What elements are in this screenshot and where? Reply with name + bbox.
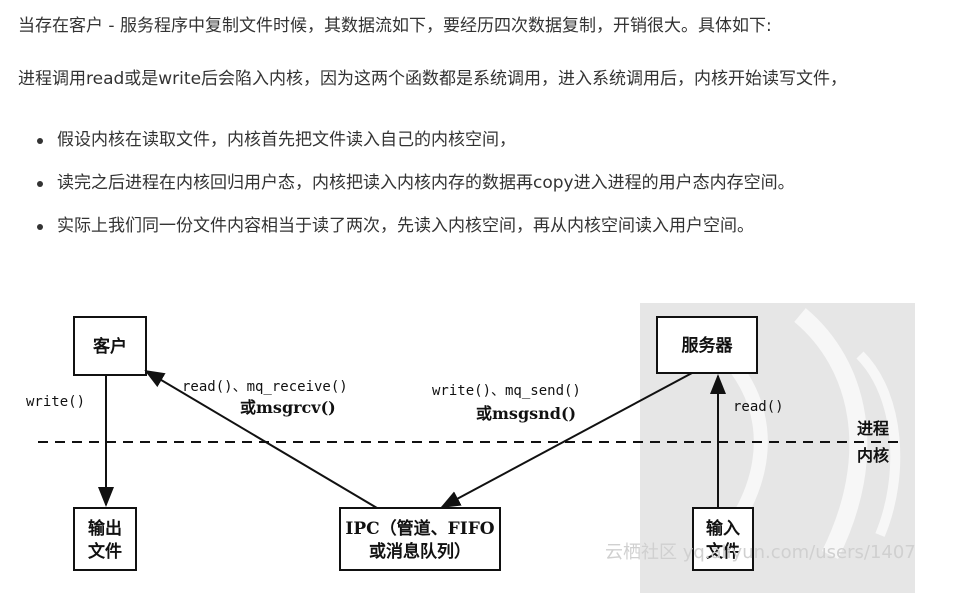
server-send-label-alt: 或msgsnd(): [476, 404, 576, 423]
input-file-box: 输入 文件: [692, 507, 754, 571]
list-item: 读完之后进程在内核回归用户态，内核把读入内核内存的数据再copy进入进程的用户态…: [0, 171, 795, 214]
svg-text:服务器: 服务器: [682, 335, 734, 356]
svg-text:输出: 输出: [88, 518, 122, 539]
svg-text:IPC（管道、FIFO: IPC（管道、FIFO: [345, 518, 494, 539]
syscall-paragraph: 进程调用read或是write后会陷入内核，因为这两个函数都是系统调用，进入系统…: [18, 69, 848, 89]
intro-paragraph: 当存在客户 - 服务程序中复制文件时候，其数据流如下，要经历四次数据复制，开销很…: [18, 16, 772, 36]
process-label: 进程: [857, 419, 889, 438]
kernel-label: 内核: [857, 446, 889, 465]
bullet-dot-icon: [37, 138, 43, 144]
ipc-box: IPC（管道、FIFO 或消息队列）: [339, 507, 501, 571]
svg-text:客户: 客户: [92, 336, 127, 357]
svg-text:或消息队列）: 或消息队列）: [369, 541, 471, 562]
server-box: 服务器: [656, 316, 758, 374]
svg-text:输入: 输入: [706, 518, 740, 539]
bullet-dot-icon: [37, 181, 43, 187]
read-label: read(): [733, 399, 784, 415]
bullet-dot-icon: [37, 224, 43, 230]
write-label: write(): [26, 394, 85, 410]
list-item: 假设内核在读取文件，内核首先把文件读入自己的内核空间，: [0, 128, 795, 171]
client-receive-label: read()、mq_receive(): [182, 379, 348, 395]
client-receive-arrow: [144, 369, 378, 509]
watermark: 云栖社区 yq.aliyun.com/users/1407: [605, 542, 916, 563]
ipc-flow-diagram: 客户 服务器 输出 文件 IPC（管道、FIFO 或消息队列） 输入 文件 wr…: [0, 295, 980, 615]
svg-text:文件: 文件: [706, 541, 740, 562]
server-send-label: write()、mq_send(): [432, 383, 581, 399]
client-receive-label-alt: 或msgrcv(): [240, 398, 336, 417]
output-file-box: 输出 文件: [73, 507, 137, 571]
bullet-list: 假设内核在读取文件，内核首先把文件读入自己的内核空间， 读完之后进程在内核回归用…: [0, 128, 795, 257]
list-item: 实际上我们同一份文件内容相当于读了两次，先读入内核空间，再从内核空间读入用户空间…: [0, 214, 795, 257]
svg-text:文件: 文件: [88, 541, 122, 562]
server-send-arrow: [440, 372, 693, 508]
client-box: 客户: [73, 316, 147, 376]
